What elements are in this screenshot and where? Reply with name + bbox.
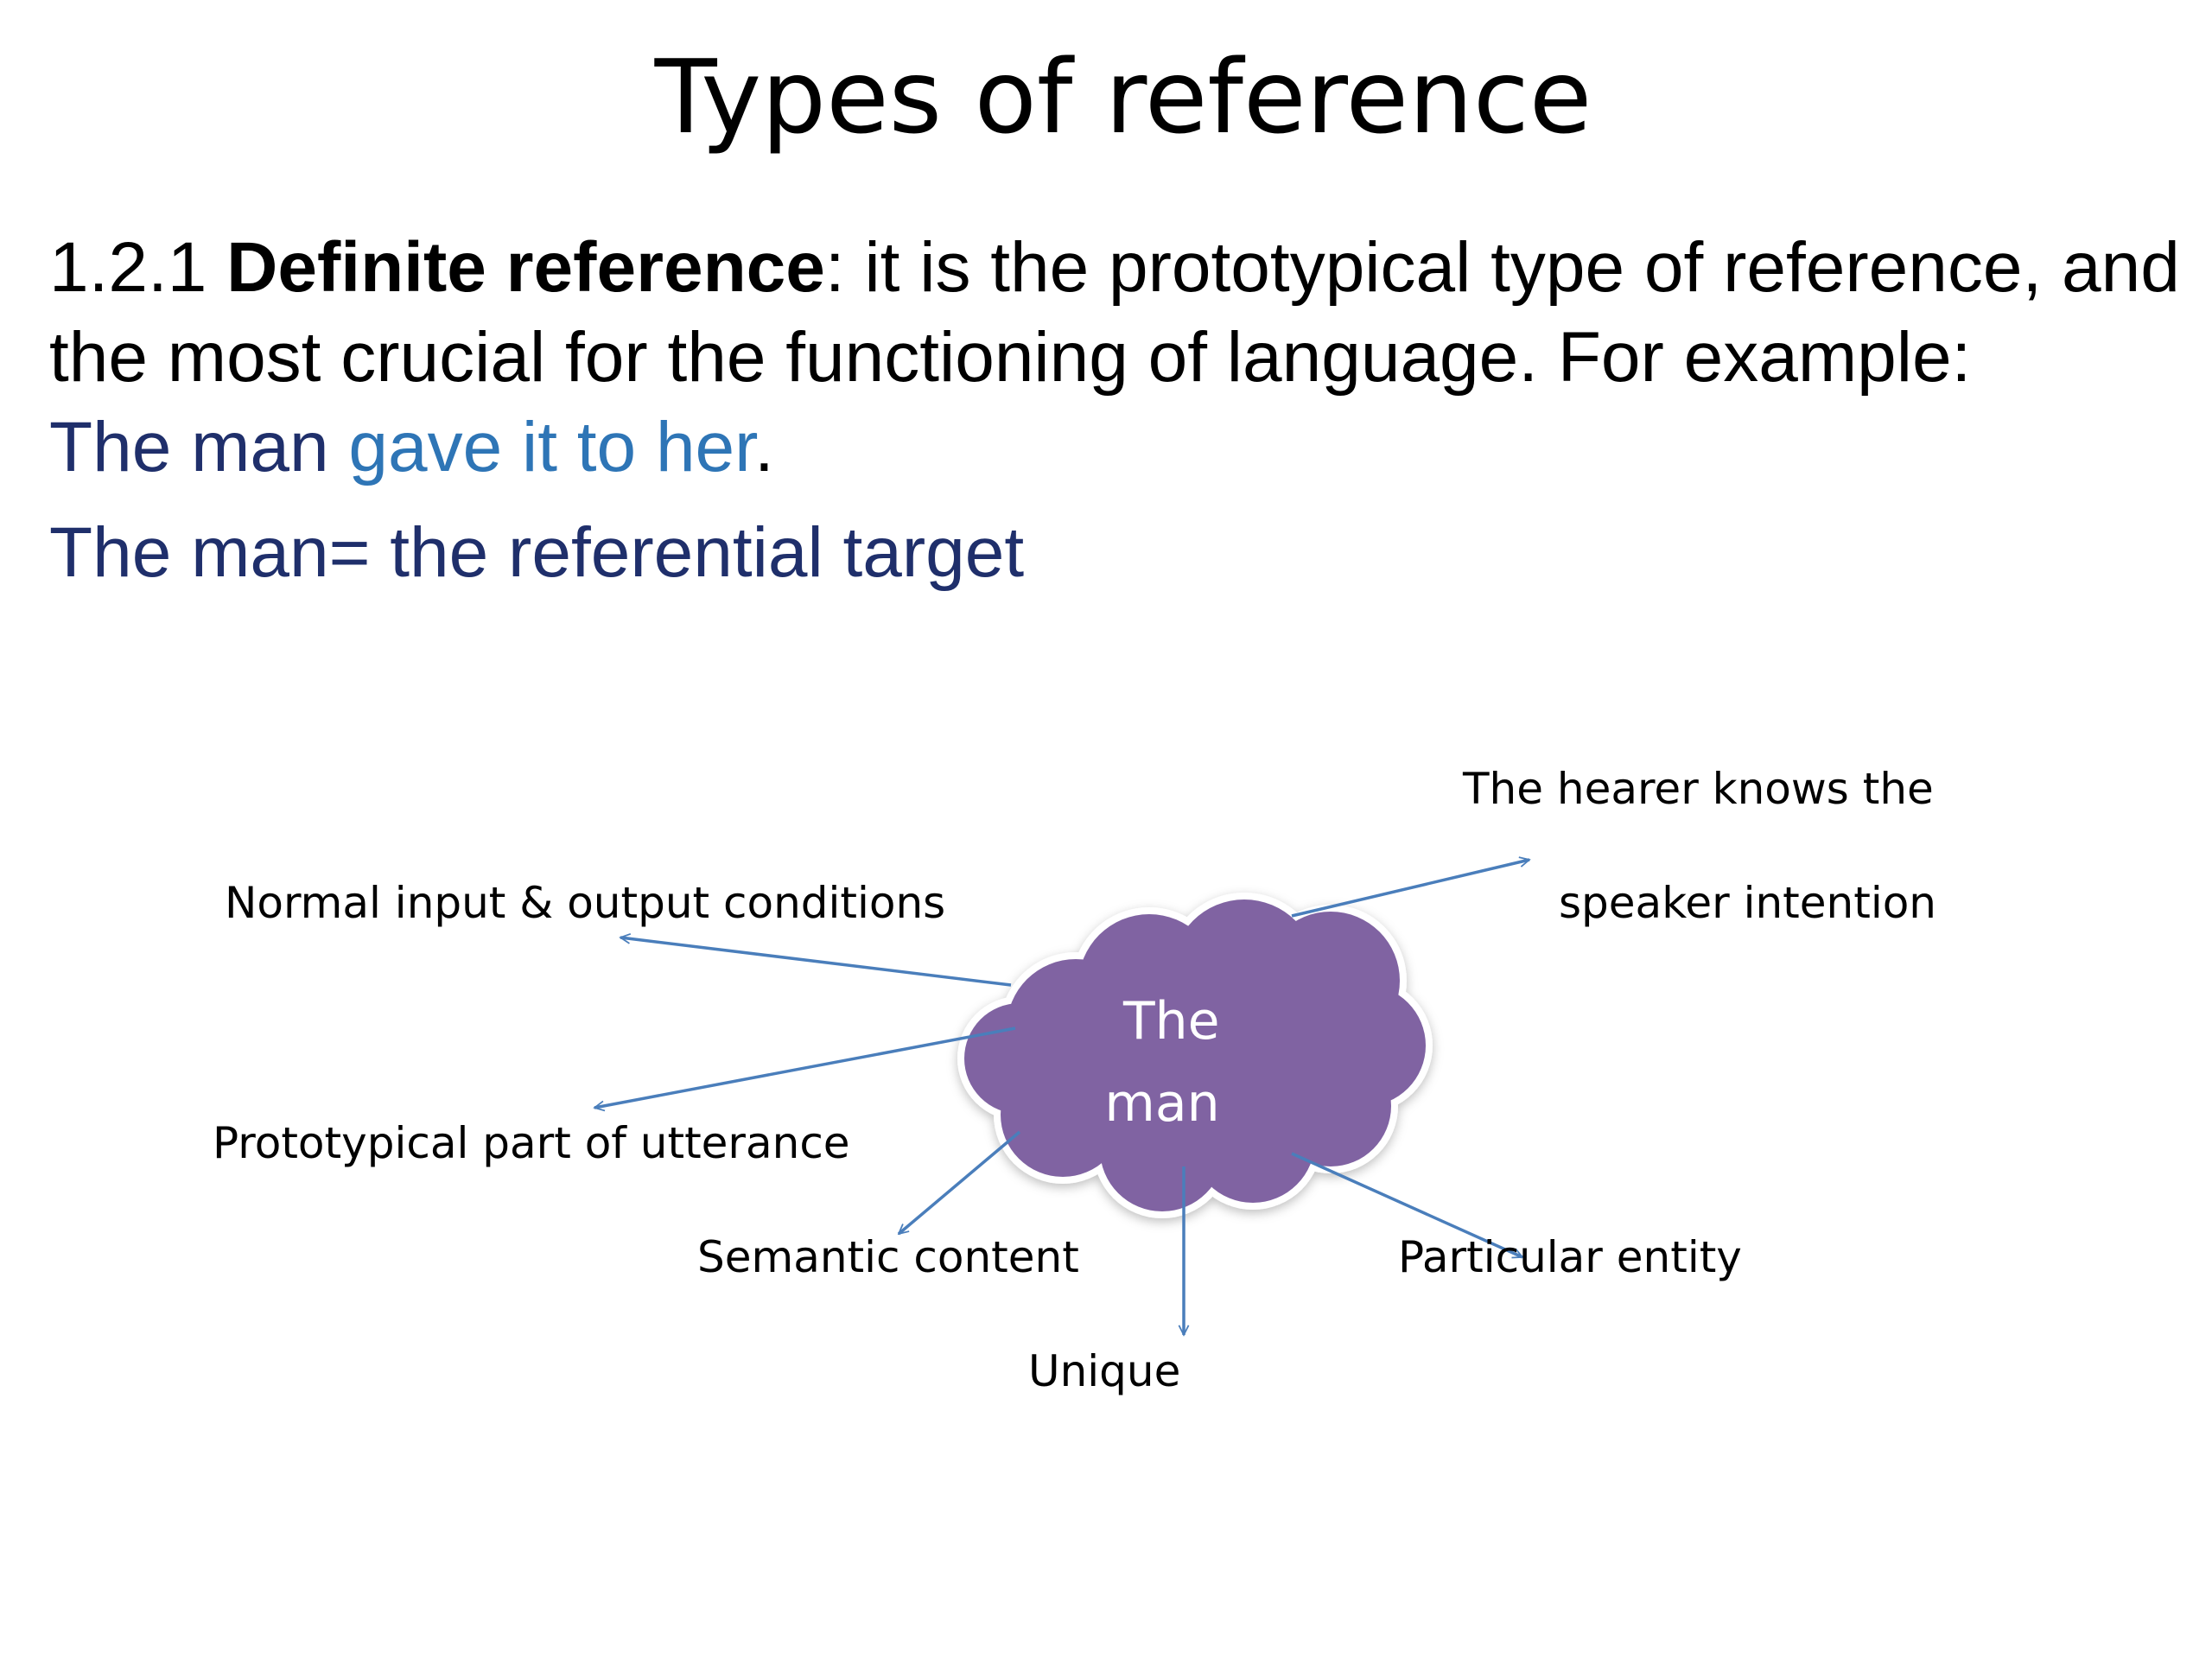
label-hearer-line1: The hearer knows the bbox=[1463, 764, 1934, 814]
term-definite-reference: Definite reference bbox=[226, 228, 825, 307]
cloud-label-man: man bbox=[1104, 1073, 1220, 1134]
slide-title: Types of reference bbox=[654, 37, 1592, 156]
example-period: . bbox=[753, 408, 774, 486]
label-prototypical-part: Prototypical part of utterance bbox=[213, 1118, 850, 1168]
label-unique: Unique bbox=[1028, 1346, 1181, 1396]
example-predicate: gave it to her bbox=[348, 408, 754, 486]
label-normal-conditions: Normal input & output conditions bbox=[225, 878, 946, 928]
label-hearer-line2: speaker intention bbox=[1559, 878, 1936, 928]
arrow-to-prototypical bbox=[594, 1027, 1016, 1108]
section-number: 1.2.1 bbox=[49, 228, 227, 307]
arrow-to-normal bbox=[620, 938, 1012, 987]
label-semantic-content: Semantic content bbox=[697, 1232, 1079, 1282]
referential-target-line: The man= the referential target bbox=[49, 513, 1025, 592]
example-subject: The man bbox=[49, 408, 349, 486]
label-particular-entity: Particular entity bbox=[1398, 1232, 1742, 1282]
arrow-to-particular bbox=[1291, 1152, 1522, 1259]
arrow-to-hearer bbox=[1291, 860, 1529, 918]
definition-paragraph: 1.2.1 Definite reference: it is the prot… bbox=[49, 223, 2183, 493]
cloud-shape bbox=[957, 893, 1433, 1218]
definition-text: : it is the prototypical type of referen… bbox=[49, 228, 2180, 397]
arrow-to-semantic bbox=[899, 1130, 1021, 1236]
cloud-label-the: The bbox=[1123, 991, 1220, 1052]
